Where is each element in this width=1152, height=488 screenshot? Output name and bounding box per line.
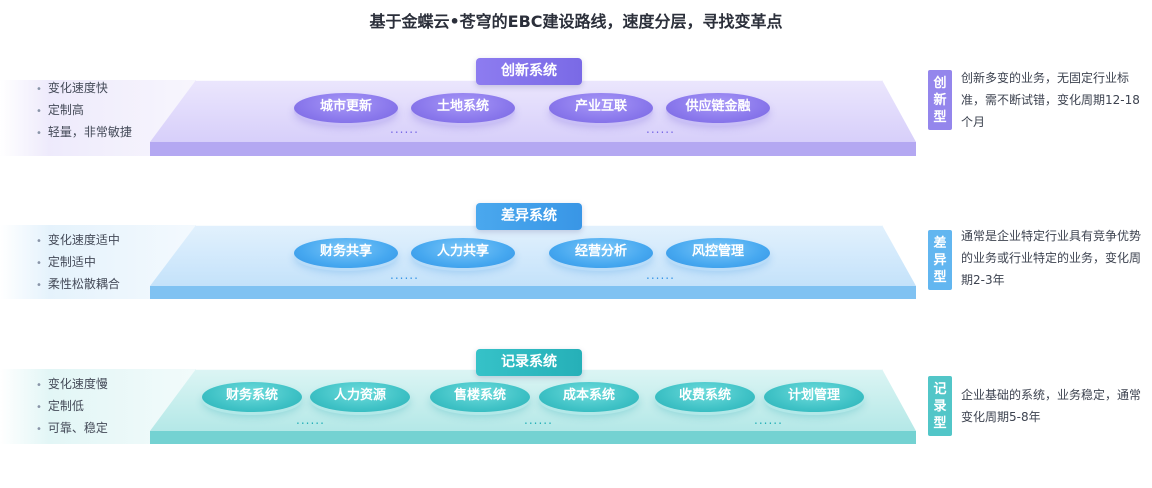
system-pill: 财务系统 — [202, 382, 302, 412]
ellipsis: ...... — [646, 122, 675, 136]
system-pill: 风控管理 — [666, 238, 770, 268]
ellipsis: ...... — [296, 413, 325, 427]
diagram-title: 基于金蝶云•苍穹的EBC建设路线，速度分层，寻找变革点 — [369, 12, 783, 31]
trait-item: •可靠、稳定 — [36, 421, 108, 435]
tier-traits: •变化速度慢 •定制低 •可靠、稳定 — [36, 373, 176, 439]
ellipsis: ...... — [754, 413, 783, 427]
system-pill: 售楼系统 — [430, 382, 530, 412]
tier-differentiation: •变化速度适中 •定制适中 •柔性松散耦合 差异系统 财务共享 人力共享 经营分… — [0, 203, 1152, 323]
system-pill: 人力共享 — [411, 238, 515, 268]
system-pill: 经营分析 — [549, 238, 653, 268]
trait-item: •变化速度适中 — [36, 233, 120, 247]
ellipsis: ...... — [524, 413, 553, 427]
tier-record: •变化速度慢 •定制低 •可靠、稳定 记录系统 财务系统 人力资源 售楼系统 成… — [0, 349, 1152, 469]
tier-traits: •变化速度快 •定制高 •轻量，非常敏捷 — [36, 77, 176, 143]
tier-label: 差异系统 — [476, 203, 582, 230]
trait-item: •定制低 — [36, 399, 84, 413]
tier-label: 创新系统 — [476, 58, 582, 85]
system-pill: 土地系统 — [411, 93, 515, 123]
system-pill: 产业互联 — [549, 93, 653, 123]
trait-item: •轻量，非常敏捷 — [36, 125, 132, 139]
system-pill: 财务共享 — [294, 238, 398, 268]
tier-label: 记录系统 — [476, 349, 582, 376]
tier-description: 创新多变的业务，无固定行业标准，需不断试错，变化周期12-18个月 — [961, 71, 1140, 129]
trait-item: •定制适中 — [36, 255, 96, 269]
ellipsis: ...... — [390, 122, 419, 136]
system-pill: 供应链金融 — [666, 93, 770, 123]
trait-item: •变化速度慢 — [36, 377, 108, 391]
tier-traits: •变化速度适中 •定制适中 •柔性松散耦合 — [36, 229, 176, 295]
system-pill: 收费系统 — [655, 382, 755, 412]
tier-type-tag: 记录型 — [928, 376, 952, 436]
tier-description: 通常是企业特定行业具有竞争优势的业务或行业特定的业务，变化周期2-3年 — [961, 229, 1142, 287]
tier-type-tag: 差异型 — [928, 230, 952, 290]
system-pill: 城市更新 — [294, 93, 398, 123]
system-pill: 人力资源 — [310, 382, 410, 412]
system-pill: 成本系统 — [539, 382, 639, 412]
trait-item: •变化速度快 — [36, 81, 108, 95]
ellipsis: ...... — [646, 268, 675, 282]
tier-description: 企业基础的系统，业务稳定，通常变化周期5-8年 — [961, 388, 1142, 424]
system-pill: 计划管理 — [764, 382, 864, 412]
tier-type-tag: 创新型 — [928, 70, 952, 130]
trait-item: •定制高 — [36, 103, 84, 117]
ellipsis: ...... — [390, 268, 419, 282]
tier-innovation: •变化速度快 •定制高 •轻量，非常敏捷 创新系统 城市更新 土地系统 产业互联… — [0, 58, 1152, 178]
trait-item: •柔性松散耦合 — [36, 277, 120, 291]
